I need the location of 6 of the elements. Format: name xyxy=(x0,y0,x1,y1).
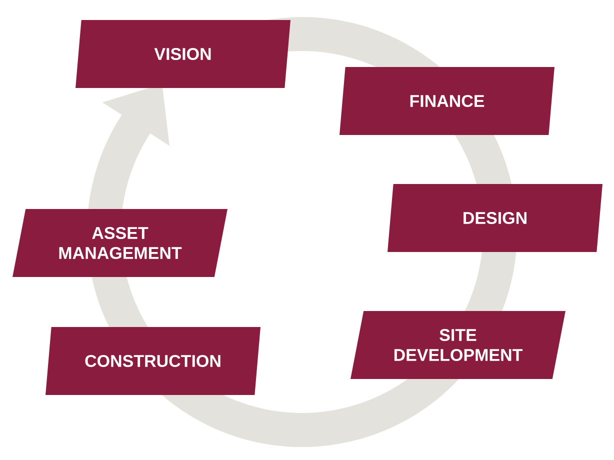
parallelogram-box: DESIGN xyxy=(388,184,602,252)
parallelogram-box: ASSET MANAGEMENT xyxy=(12,209,228,277)
parallelogram-box: FINANCE xyxy=(340,67,554,135)
parallelogram-box: VISION xyxy=(76,20,290,88)
parallelogram-box: SITE DEVELOPMENT xyxy=(350,311,566,379)
parallelogram-box: CONSTRUCTION xyxy=(46,326,260,395)
